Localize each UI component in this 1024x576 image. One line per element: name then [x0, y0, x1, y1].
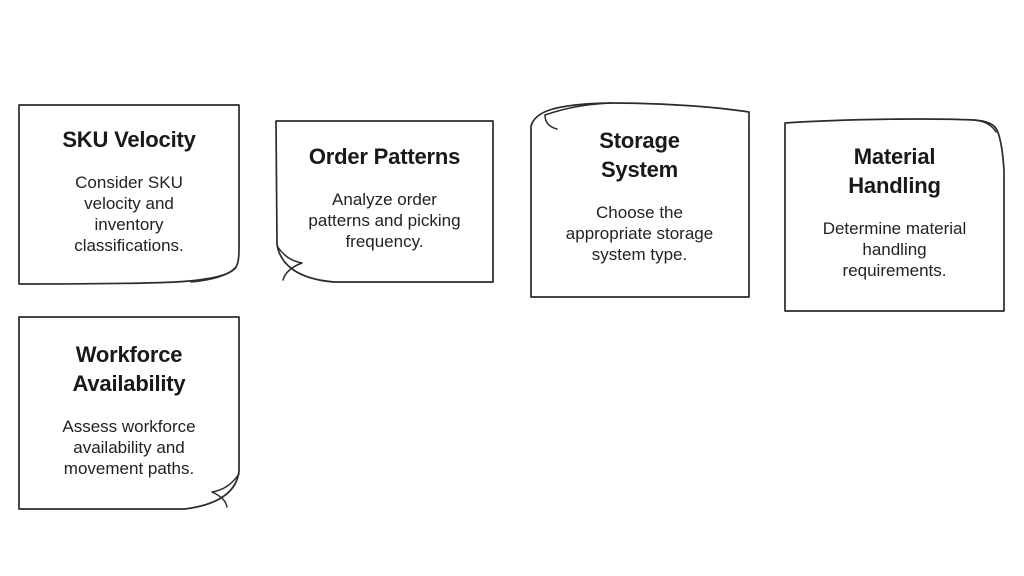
note-body: Determine material handling requirements… — [822, 219, 967, 280]
page-curl-icon — [544, 102, 612, 116]
note-content: Storage System Choose the appropriate st… — [526, 99, 753, 300]
page-curl-icon — [211, 473, 240, 508]
note-card-sku-velocity: SKU Velocity Consider SKU velocity and i… — [15, 101, 243, 286]
note-content: Workforce Availability Assess workforce … — [15, 313, 243, 513]
note-outline — [784, 118, 1005, 312]
note-outline — [18, 104, 240, 285]
note-card-workforce-availability: Workforce Availability Assess workforce … — [15, 313, 243, 513]
note-content: Order Patterns Analyze order patterns an… — [272, 117, 497, 286]
page-curl-edge-icon — [544, 114, 558, 130]
note-content: SKU Velocity Consider SKU velocity and i… — [15, 101, 243, 286]
sticky-note-shape — [18, 316, 240, 510]
page-curl-icon — [190, 266, 237, 283]
page-curl-icon — [276, 245, 303, 281]
note-body: Analyze order patterns and picking frequ… — [308, 190, 461, 251]
sticky-note-shape — [530, 102, 750, 298]
note-title: SKU Velocity — [62, 127, 196, 152]
note-content: Material Handling Determine material han… — [781, 116, 1008, 315]
note-title: Material Handling — [848, 144, 941, 198]
note-card-order-patterns: Order Patterns Analyze order patterns an… — [272, 117, 497, 286]
note-title: Storage System — [599, 128, 680, 182]
note-outline — [18, 316, 240, 510]
note-title: Workforce Availability — [72, 342, 186, 396]
note-body: Assess workforce availability and moveme… — [62, 417, 196, 478]
note-card-storage-system: Storage System Choose the appropriate st… — [526, 99, 753, 300]
note-card-material-handling: Material Handling Determine material han… — [781, 116, 1008, 315]
note-title: Order Patterns — [308, 144, 461, 169]
note-outline — [530, 102, 750, 298]
page-curl-icon — [973, 119, 997, 133]
note-body: Choose the appropriate storage system ty… — [565, 203, 714, 264]
sticky-note-shape — [18, 104, 240, 285]
note-body: Consider SKU velocity and inventory clas… — [74, 173, 184, 255]
note-outline — [275, 120, 494, 283]
